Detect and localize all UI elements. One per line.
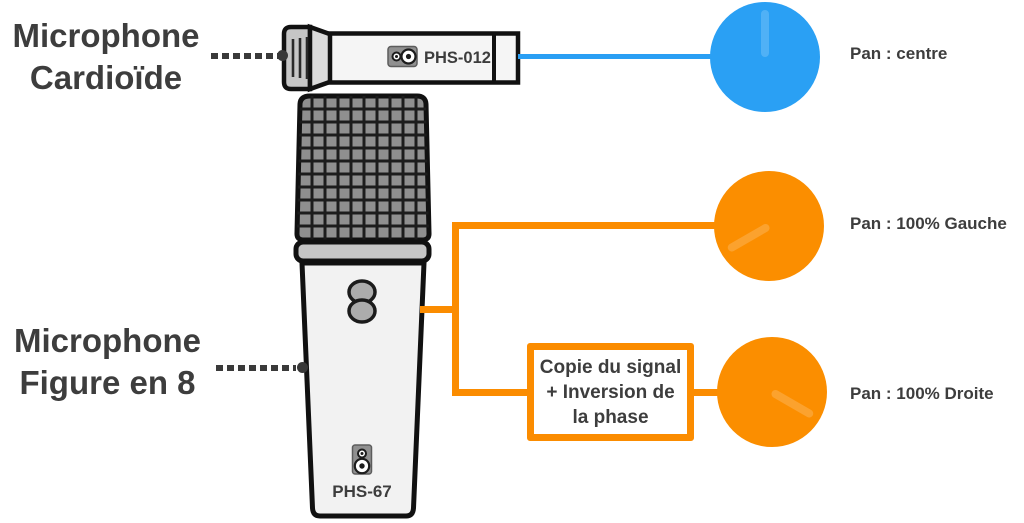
knob-pointer bbox=[761, 10, 769, 57]
speaker-icon bbox=[387, 45, 418, 68]
knob-pointer bbox=[726, 222, 771, 253]
pan-knob-gauche bbox=[714, 171, 824, 281]
figure8-mic-label-line2: Figure en 8 bbox=[19, 364, 196, 401]
pan-label-centre: Pan : centre bbox=[850, 44, 948, 63]
mic-body bbox=[327, 31, 521, 85]
mic-head-slots bbox=[291, 37, 309, 79]
cardioid-mic-label: Microphone Cardioïde bbox=[0, 15, 212, 99]
knob-pointer bbox=[770, 388, 815, 419]
cardioid-mic-label-line2: Cardioïde bbox=[29, 59, 183, 96]
pan-label-gauche: Pan : 100% Gauche bbox=[850, 214, 1007, 233]
cardioid-label-connector bbox=[211, 53, 279, 59]
pan-knob-droite bbox=[717, 337, 827, 447]
wire-orange-to-box bbox=[452, 389, 534, 396]
figure8-mic-label: Microphone Figure en 8 bbox=[0, 320, 215, 404]
mic-collar bbox=[293, 239, 432, 264]
figure8-microphone: PHS-67 bbox=[293, 93, 432, 519]
model-label-cardioid: PHS-012 bbox=[424, 49, 491, 67]
cardioid-connector-dot bbox=[277, 50, 288, 61]
phase-inversion-box: Copie du signal + Inversion de la phase bbox=[527, 343, 694, 441]
wire-orange-mic-stub bbox=[420, 306, 459, 313]
figure8-connector-dot bbox=[297, 362, 308, 373]
cardioid-microphone: PHS-012 bbox=[281, 23, 521, 93]
wire-orange-to-gauche bbox=[452, 222, 718, 229]
cardioid-mic-label-line1: Microphone bbox=[12, 17, 200, 54]
figure8-label-connector bbox=[216, 365, 296, 371]
phase-box-line2: + Inversion de bbox=[546, 381, 675, 403]
pan-label-droite: Pan : 100% Droite bbox=[850, 384, 994, 403]
pan-knob-centre bbox=[710, 2, 820, 112]
wire-blue-centre bbox=[518, 54, 714, 59]
wire-orange-box-to-droite bbox=[690, 389, 722, 396]
mic-body bbox=[299, 260, 427, 519]
model-label-figure8: PHS-67 bbox=[332, 482, 392, 501]
phase-box-line3: la phase bbox=[572, 406, 649, 428]
speaker-icon bbox=[351, 444, 373, 475]
wire-orange-vertical bbox=[452, 222, 459, 396]
mic-head bbox=[281, 24, 313, 92]
figure8-mic-label-line1: Microphone bbox=[14, 322, 201, 359]
figure8-symbol bbox=[347, 279, 377, 324]
mic-grille-mesh bbox=[296, 96, 430, 240]
phase-box-line1: Copie du signal bbox=[539, 356, 682, 378]
